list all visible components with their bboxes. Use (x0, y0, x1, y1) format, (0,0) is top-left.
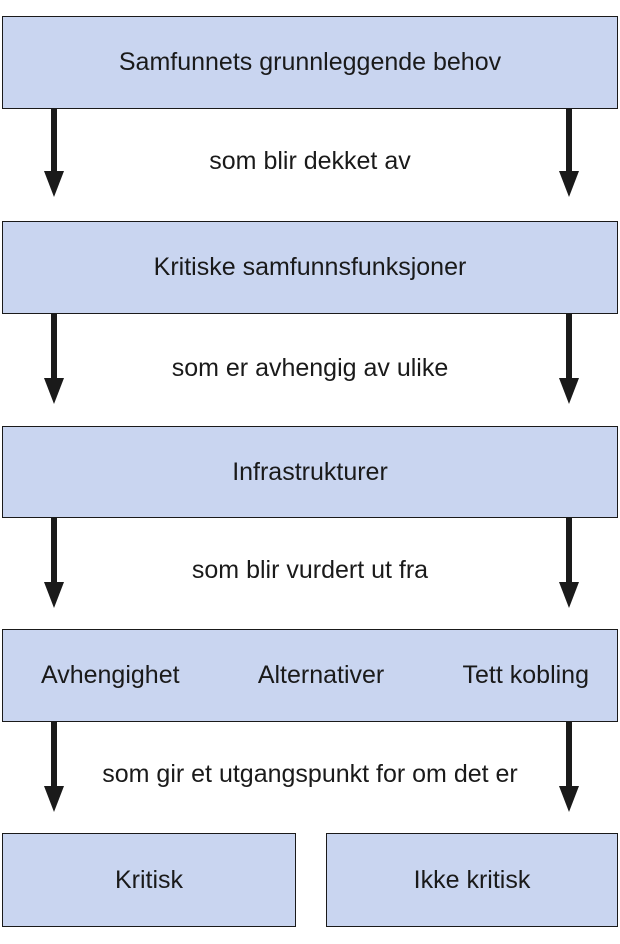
box-label: Ikke kritisk (413, 865, 531, 894)
criterion-tett-kobling: Tett kobling (462, 661, 589, 689)
box-label: Infrastrukturer (232, 457, 388, 486)
arrow-down-icon (559, 314, 579, 404)
arrow-down-icon (559, 109, 579, 197)
connector-label: som blir vurdert ut fra (191, 556, 429, 584)
arrow-down-icon (44, 109, 64, 197)
connector-label: som blir dekket av (209, 147, 411, 175)
box-infrastrukturer: Infrastrukturer (2, 426, 618, 518)
arrow-down-icon (559, 518, 579, 608)
box-grunnleggende-behov: Samfunnets grunnleggende behov (2, 16, 618, 109)
arrow-down-icon (44, 518, 64, 608)
criterion-alternativer: Alternativer (257, 661, 385, 689)
arrow-down-icon (559, 722, 579, 812)
criterion-avhengighet: Avhengighet (41, 661, 180, 689)
box-vurderingskriterier: Avhengighet Alternativer Tett kobling (2, 629, 618, 722)
box-ikke-kritisk: Ikke kritisk (326, 833, 618, 927)
box-kritiske-samfunnsfunksjoner: Kritiske samfunnsfunksjoner (2, 221, 618, 314)
box-label: Kritisk (114, 865, 184, 894)
connector-label: som er avhengig av ulike (171, 354, 449, 382)
box-kritisk: Kritisk (2, 833, 296, 927)
connector-label: som gir et utgangspunkt for om det er (102, 760, 518, 788)
arrow-down-icon (44, 314, 64, 404)
box-label: Samfunnets grunnleggende behov (118, 48, 502, 76)
box-label: Kritiske samfunnsfunksjoner (153, 253, 467, 281)
arrow-down-icon (44, 722, 64, 812)
